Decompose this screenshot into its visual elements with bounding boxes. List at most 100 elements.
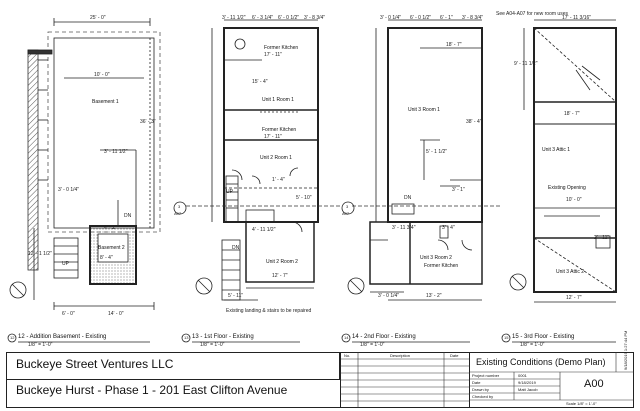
view-13-plan (186, 19, 340, 301)
room-label: Basement 2 (98, 245, 125, 251)
dimension: 17' - 11 3/16" (562, 15, 592, 21)
room-label: Basement 1 (92, 99, 119, 105)
view-title: 13 - 1st Floor - Existing (192, 334, 254, 340)
dimension: 5' - 10" (296, 195, 312, 201)
dimension: 3' - 0 1/4" (378, 293, 400, 299)
dimension: 3' - 4" (442, 225, 455, 231)
sheet-scale: Scale 1/8" = 1'-0" (566, 401, 597, 406)
rev-header-description: Description (390, 353, 411, 358)
dimension: 13' - 2" (426, 293, 442, 299)
room-label: Former Kitchen (262, 127, 297, 133)
field-label-date: Date (472, 380, 481, 385)
sheet-title: Existing Conditions (Demo Plan) (476, 357, 606, 367)
dimension: 3' - 11 1/2" (104, 149, 128, 155)
dimension: 6' - 1" (440, 15, 453, 21)
view-15-plan (523, 19, 617, 303)
view-title: 14 - 2nd Floor - Existing (352, 334, 416, 340)
dimension: 10' - 0" (566, 197, 582, 203)
field-label-project-number: Project number (472, 373, 500, 378)
dimension: 14' - 0" (108, 311, 124, 317)
dimension: 18' - 7" (446, 42, 462, 48)
dimension: 5' - 1 1/2" (426, 149, 448, 155)
field-label-drawn-by: Drawn by (472, 387, 489, 392)
field-label-checked-by: Checked by (472, 394, 494, 399)
section-sheet-ref: A07 (174, 211, 182, 216)
dimension: 18' - 7" (564, 111, 580, 117)
room-label: Former Kitchen (264, 45, 299, 51)
dimension: 4' - 11 1/2" (252, 227, 276, 233)
sheet-number: A00 (584, 378, 604, 390)
rev-header-no: No. (344, 353, 351, 358)
stair-tag: DN (232, 245, 240, 251)
section-sheet-ref: A07 (342, 211, 350, 216)
view-title: 15 - 3rd Floor - Existing (512, 334, 575, 340)
dimension: 6' - 0 1/2" (410, 15, 432, 21)
dimension: 6' - 0" (62, 311, 75, 317)
dimension: 3' - 8 3/4" (304, 15, 326, 21)
dimension: 6' - 3 1/4" (252, 15, 274, 21)
view-12-plan (27, 18, 161, 310)
section-number: 3 (178, 204, 181, 209)
project-name: Buckeye Hurst - Phase 1 - 201 East Clift… (16, 383, 288, 397)
dimension: 8' - 4" (100, 255, 113, 261)
room-label: Unit 2 Room 2 (266, 259, 298, 265)
dimension: 38' - 4" (466, 119, 482, 125)
company-cell (6, 352, 340, 380)
dimension: 6' - 0 1/2" (278, 15, 300, 21)
stair-tag: UP (62, 261, 69, 267)
view-scale: 1/8" = 1'-0" (520, 342, 545, 348)
room-label: Former Kitchen (424, 263, 459, 269)
dimension: 15' - 4" (252, 79, 268, 85)
dimension: 25' - 0" (90, 15, 106, 21)
view-scale: 1/8" = 1'-0" (360, 342, 385, 348)
stair-tag: UP (226, 189, 233, 195)
opening-label: Existing Opening (548, 185, 586, 191)
view-scale: 1/8" = 1'-0" (200, 342, 225, 348)
dimension: 3' - 1" (452, 187, 465, 193)
view-number: 14 (344, 335, 349, 340)
field-value-project-number: 0001 (518, 373, 527, 378)
top-note: See A04-A07 for new room uses (496, 11, 568, 17)
field-value-date: 9/18/2019 (518, 380, 536, 385)
dimension: 12' - 1 1/2" (28, 251, 52, 257)
dimension: 4' - 2" (104, 225, 117, 231)
dimension: 17' - 11" (264, 134, 282, 140)
dimension: 12' - 7" (566, 295, 582, 301)
dimension: 12' - 7" (272, 273, 288, 279)
view-number: 13 (184, 335, 189, 340)
dimension: 3' - 11 1/2" (222, 15, 246, 21)
dimension: 3' - 11 3/4" (392, 225, 416, 231)
rev-header-date: Date (450, 353, 459, 358)
print-stamp: 9/18/2019 1:27:44 PM (623, 330, 628, 370)
view-number: 12 (10, 335, 15, 340)
dimension: 17' - 11" (264, 52, 282, 58)
dimension: 36' - 3" (140, 119, 156, 125)
view-number: 15 (504, 335, 509, 340)
room-label: Unit 1 Room 1 (262, 97, 294, 103)
stair-tag: DN (124, 213, 132, 219)
stair-tag: DN (404, 195, 412, 201)
dimension: 5' - 11" (228, 293, 244, 299)
dimension: 2' - 11" (594, 235, 610, 241)
room-label: Unit 3 Room 2 (420, 255, 452, 261)
dimension: 1' - 4" (272, 177, 285, 183)
dimension: 3' - 0 1/4" (58, 187, 80, 193)
room-label: Unit 2 Room 1 (260, 155, 292, 161)
plan-note: Existing landing & stairs to be repaired (226, 308, 312, 314)
dimension: 10' - 0" (94, 72, 110, 78)
room-label: Unit 3 Attic 1 (542, 147, 571, 153)
field-value-drawn-by: Matt Jacob (518, 387, 538, 392)
dimension: 9' - 11 1/2" (514, 61, 538, 67)
dimension: 3' - 8 3/4" (462, 15, 484, 21)
company-name: Buckeye Street Ventures LLC (16, 357, 174, 371)
view-14-plan (352, 19, 500, 301)
view-title: 12 - Addition Basement - Existing (18, 334, 107, 340)
dimension: 3' - 0 1/4" (380, 15, 402, 21)
room-label: Unit 3 Attic 2 (556, 269, 585, 275)
section-number: 3 (346, 204, 349, 209)
view-scale: 1/8" = 1'-0" (28, 342, 53, 348)
room-label: Unit 3 Room 1 (408, 107, 440, 113)
